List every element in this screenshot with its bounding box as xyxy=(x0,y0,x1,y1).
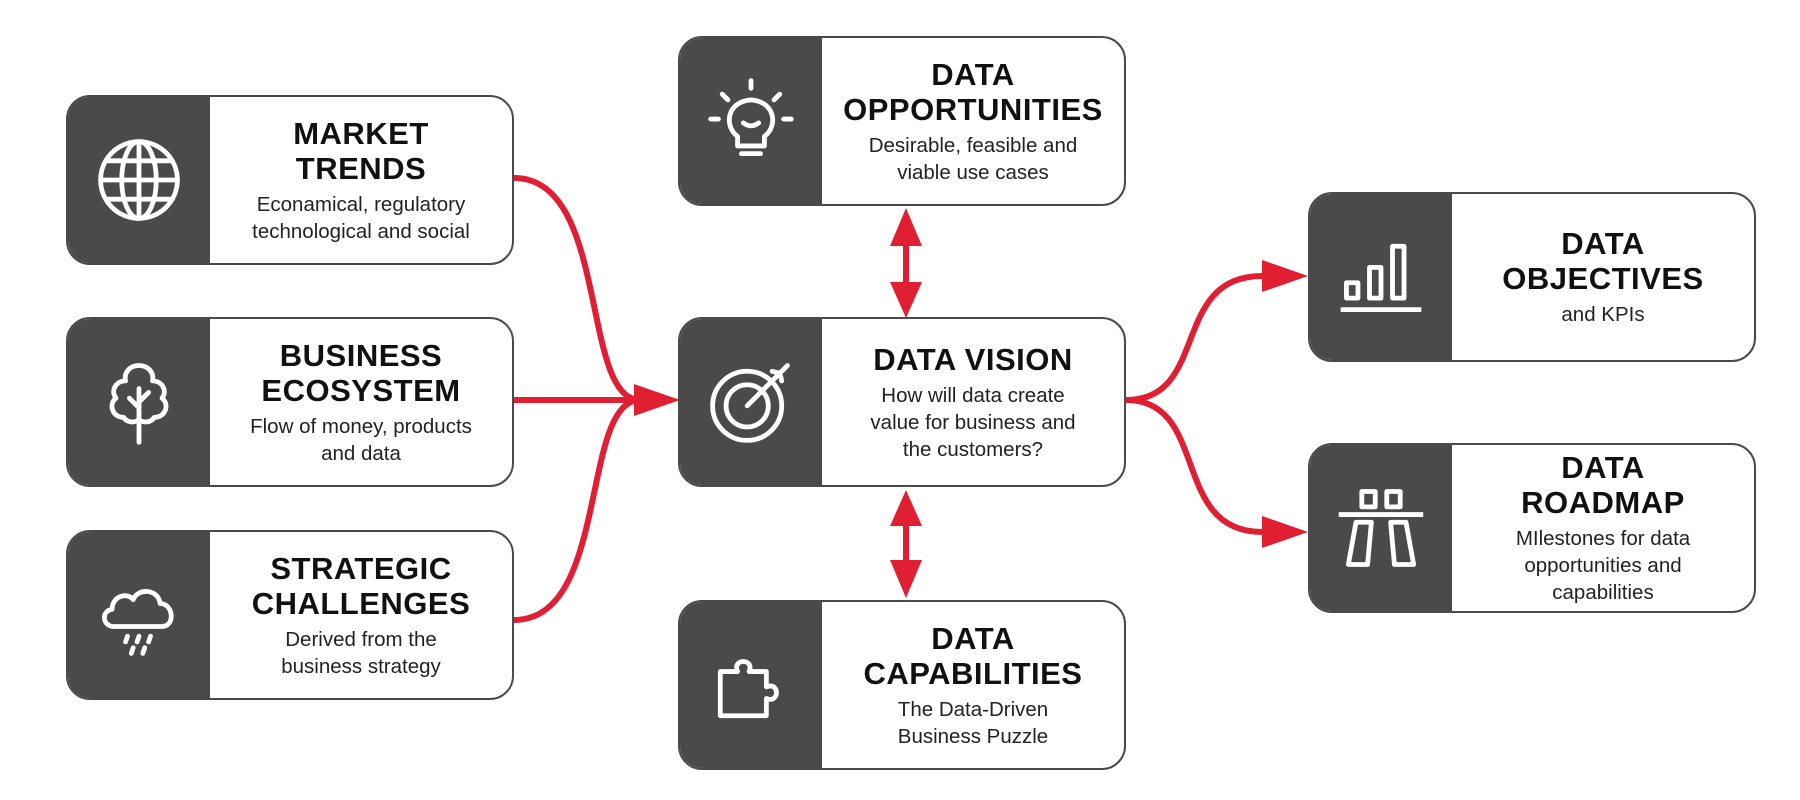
card-text: DATA OBJECTIVES and KPIs xyxy=(1452,194,1754,360)
card-title: BUSINESS ECOSYSTEM xyxy=(261,337,461,408)
card-text: DATA CAPABILITIES The Data-Driven Busine… xyxy=(822,602,1124,768)
card-title: DATA ROADMAP xyxy=(1521,450,1685,520)
card-title: STRATEGIC CHALLENGES xyxy=(251,550,471,621)
road-icon xyxy=(1338,489,1424,567)
card-text: BUSINESS ECOSYSTEM Flow of money, produc… xyxy=(210,319,512,485)
lightbulb-icon xyxy=(708,78,794,157)
tree-icon xyxy=(109,363,169,445)
icon-box xyxy=(680,602,822,768)
card-title: DATA OBJECTIVES xyxy=(1502,226,1704,296)
card-text: MARKET TRENDS Econamical, regulatory tec… xyxy=(210,97,512,263)
card-title: DATA OPPORTUNITIES xyxy=(843,56,1103,127)
globe-icon xyxy=(98,139,180,221)
arrowhead-into-vision xyxy=(634,384,680,416)
card-text: DATA OPPORTUNITIES Desirable, feasible a… xyxy=(822,38,1124,204)
arrowhead-into-roadmap xyxy=(1262,516,1308,548)
card-business-ecosystem: BUSINESS ECOSYSTEM Flow of money, produc… xyxy=(66,317,514,487)
card-description: Flow of money, products and data xyxy=(250,414,472,465)
bar-chart-icon xyxy=(1340,243,1422,313)
card-data-vision: DATA VISION How will data create value f… xyxy=(678,317,1126,487)
icon-box xyxy=(680,319,822,485)
arrowhead-down-to-vision xyxy=(890,282,922,318)
connector-vision-to-objectives xyxy=(1123,273,1265,403)
card-description: The Data-Driven Business Puzzle xyxy=(897,697,1049,748)
rain-cloud-icon xyxy=(102,589,174,656)
card-description: Desirable, feasible and viable use cases xyxy=(868,133,1078,184)
card-strategic-challenges: STRATEGIC CHALLENGES Derived from the bu… xyxy=(66,530,514,700)
icon-box xyxy=(1310,445,1452,611)
card-text: STRATEGIC CHALLENGES Derived from the bu… xyxy=(210,532,512,698)
icon-box xyxy=(680,38,822,204)
card-data-roadmap: DATA ROADMAP MIlestones for data opportu… xyxy=(1308,443,1756,613)
card-description: MIlestones for data opportunities and ca… xyxy=(1515,527,1691,604)
puzzle-icon xyxy=(717,659,779,719)
icon-box xyxy=(1310,194,1452,360)
card-data-capabilities: DATA CAPABILITIES The Data-Driven Busine… xyxy=(678,600,1126,770)
connector-challenges-to-vision xyxy=(511,397,643,623)
connector-vision-to-roadmap xyxy=(1123,397,1265,535)
card-title: DATA VISION xyxy=(873,341,1073,377)
card-description: and KPIs xyxy=(1561,303,1645,326)
card-description: Econamical, regulatory technological and… xyxy=(252,192,470,243)
card-data-opportunities: DATA OPPORTUNITIES Desirable, feasible a… xyxy=(678,36,1126,206)
card-text: DATA ROADMAP MIlestones for data opportu… xyxy=(1452,445,1754,611)
card-description: Derived from the business strategy xyxy=(281,627,441,678)
icon-box xyxy=(68,532,210,698)
card-market-trends: MARKET TRENDS Econamical, regulatory tec… xyxy=(66,95,514,265)
card-title: DATA CAPABILITIES xyxy=(863,620,1083,691)
connector-market-trends-to-vision xyxy=(511,175,643,403)
icon-box xyxy=(68,319,210,485)
arrowhead-up-to-vision xyxy=(890,490,922,526)
card-data-objectives: DATA OBJECTIVES and KPIs xyxy=(1308,192,1756,362)
card-description: How will data create value for business … xyxy=(870,383,1076,461)
card-title: MARKET TRENDS xyxy=(293,115,429,186)
arrowhead-down-to-capabilities xyxy=(890,560,922,598)
arrowhead-into-objectives xyxy=(1262,260,1308,292)
card-text: DATA VISION How will data create value f… xyxy=(822,319,1124,485)
icon-box xyxy=(68,97,210,263)
target-icon xyxy=(710,363,790,443)
arrowhead-up-to-opportunities xyxy=(890,208,922,246)
